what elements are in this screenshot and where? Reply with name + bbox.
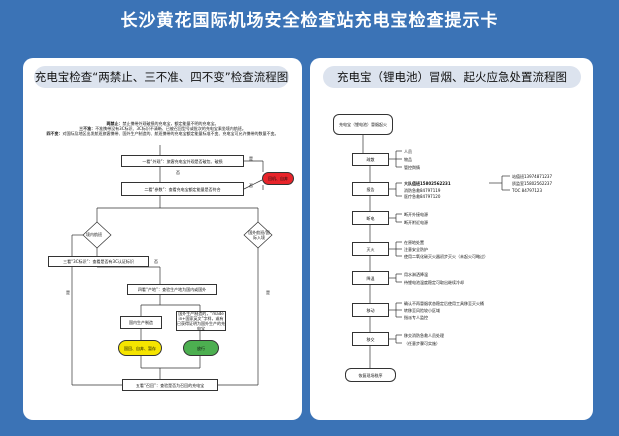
evac-item-2: 物品 bbox=[404, 157, 412, 162]
fire-item-3: 使用二氧化碳灭火器初步灭火（未起火可略过） bbox=[404, 254, 488, 259]
page-title: 长沙黄花国际机场安全检查站充电宝检查提示卡 bbox=[120, 11, 499, 31]
label-no-2: 否 bbox=[249, 183, 253, 188]
label-yes-1: 是 bbox=[249, 156, 253, 161]
handover-item-2: （任意步骤可实施） bbox=[404, 341, 440, 346]
intro-block: 两禁止：禁止携带外观破损的充电宝，额定能量不明的充电宝。 三不准：不准携带没有3… bbox=[45, 121, 280, 136]
recall-action: 国回、自弃、暂存 bbox=[118, 340, 162, 356]
cool-item-1: 用水淋洒降温 bbox=[404, 272, 428, 277]
report-extra-1: 站值班13974871237 bbox=[512, 174, 552, 179]
evac-item-3: 管控舆情 bbox=[404, 165, 420, 170]
end-node: 恢复现场秩序 bbox=[345, 368, 396, 382]
step-power-off: 断电 bbox=[352, 211, 389, 225]
label-yes-2: 是 bbox=[66, 290, 70, 295]
report-item-3: 医疗急救84797120 bbox=[404, 194, 441, 199]
step-parameters: 二看“参数”：查看充电宝额定能量是否符合 bbox=[121, 182, 244, 196]
move-item-1: 确认不再冒烟状态稳定后使用工具移至灭火桶 bbox=[404, 301, 484, 306]
intro-line-3: 四不变：对国际及地区出发航班旅客携带、国外生产制造的、航班携带的充电宝额定能量标… bbox=[46, 131, 279, 136]
power-item-1: 断开外接电源 bbox=[404, 212, 428, 217]
step-evacuate: 疏散 bbox=[352, 153, 389, 166]
report-extra-2: 质监室15802562237 bbox=[512, 181, 552, 186]
report-item-2: 消防急救84797119 bbox=[404, 188, 441, 193]
label-yes-3: 是 bbox=[266, 290, 270, 295]
label-no-1: 否 bbox=[176, 170, 180, 175]
move-item-2: 转移至风险较小区域 bbox=[404, 308, 440, 313]
diamond-international: 国外航班/国际入境 bbox=[248, 230, 270, 240]
domestic-made: 国内生产制造 bbox=[120, 316, 162, 329]
report-item-1: 大队值班15802562231 bbox=[404, 181, 451, 186]
foreign-made: 国外生产制造的，“made in+国家英文”字样，或有已获得证明为国外生产的充电… bbox=[176, 311, 226, 331]
intro-line-2: 三不准：不准携带没有3C标识、3C标识不清晰、已被召回型号或批次的充电宝乘坐境内… bbox=[79, 126, 246, 131]
move-item-3: 指派专人监控 bbox=[404, 315, 428, 320]
pass-action: 放行 bbox=[183, 340, 219, 356]
start-node: 充电宝（锂电池）冒烟起火 bbox=[333, 114, 393, 135]
step-extinguish: 灭火 bbox=[352, 242, 389, 256]
step-recall-check: 五看“召回”：查验是否为召回的充电宝 bbox=[122, 379, 218, 391]
step-move: 移动 bbox=[352, 303, 389, 317]
step-cool: 降温 bbox=[352, 271, 389, 285]
step-appearance: 一看“外观”：旅客充电宝外观是否破包、破损 bbox=[121, 155, 244, 167]
step-report: 报告 bbox=[352, 182, 389, 196]
step-handover: 移交 bbox=[352, 332, 389, 346]
reject-action: 回机、自弃 bbox=[262, 172, 294, 185]
step-origin: 四看“产地”：查验生产地为国内或国外 bbox=[127, 284, 217, 295]
report-extra-3: TOC 84797123 bbox=[512, 188, 543, 193]
fire-item-2: 注意安全防护 bbox=[404, 247, 428, 252]
label-no-3: 否 bbox=[154, 259, 158, 264]
power-item-2: 断开附近电源 bbox=[404, 220, 428, 225]
intro-line-1: 两禁止：禁止携带外观破损的充电宝，额定能量不明的充电宝。 bbox=[106, 121, 219, 126]
cool-item-2: 待锂电池温度稳定可取出继续冷却 bbox=[404, 280, 464, 285]
evac-item-1: 人员 bbox=[404, 149, 412, 154]
diamond-domestic: 境内航班 bbox=[86, 232, 102, 237]
handover-item-1: 移交消防急救人员处理 bbox=[404, 333, 444, 338]
left-heading-bar: 充电宝检查“两禁止、三不准、四不变”检查流程图 bbox=[34, 66, 289, 88]
step-3c: 三看“3C标识”：查看是否有3C认证标识 bbox=[48, 256, 149, 267]
right-heading-bar: 充电宝（锂电池）冒烟、起火应急处置流程图 bbox=[323, 66, 581, 88]
fire-item-1: 在原地处置 bbox=[404, 240, 424, 245]
